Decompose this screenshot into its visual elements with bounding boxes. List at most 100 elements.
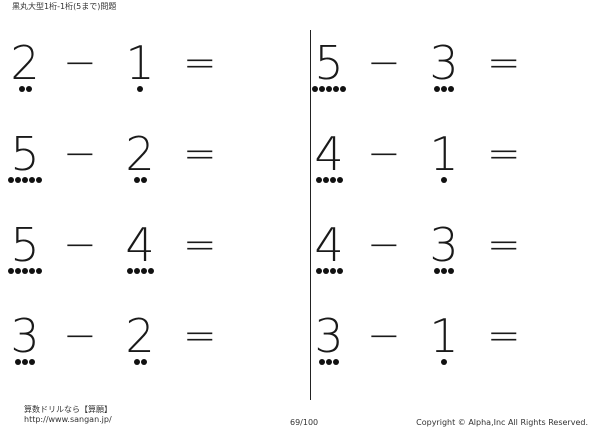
counting-dot (315, 268, 322, 274)
minuend: 5 (10, 127, 40, 181)
minus-sign: − (63, 40, 97, 86)
counting-dot (336, 268, 343, 274)
dot-counter (133, 177, 147, 185)
minus-sign: − (63, 313, 97, 359)
footer-site: 算数ドリルなら【算願】 http://www.sangan.jp/ (24, 405, 112, 425)
counting-dot (36, 268, 42, 274)
footer-site-name: 算数ドリルなら【算願】 (24, 405, 112, 414)
counting-dot (448, 268, 454, 274)
equals-sign: = (487, 313, 521, 359)
counting-dot (448, 86, 454, 92)
counting-dot (25, 86, 32, 92)
counting-dot (22, 177, 28, 183)
subtrahend: 4 (125, 218, 155, 272)
minus-sign: − (367, 313, 401, 359)
minus-sign: − (63, 131, 97, 177)
counting-dot (147, 268, 154, 274)
dot-counter (8, 268, 43, 276)
counting-dot (319, 86, 325, 92)
subtraction-problem: 3−2= (8, 313, 268, 373)
subtrahend: 1 (125, 36, 155, 90)
minus-sign: − (367, 131, 401, 177)
minus-sign: − (63, 222, 97, 268)
minus-sign: − (367, 40, 401, 86)
minuend: 3 (10, 309, 40, 363)
subtraction-problem: 5−2= (8, 131, 268, 191)
dot-counter (319, 359, 340, 367)
counting-dot (326, 359, 332, 365)
dot-counter (315, 268, 343, 276)
page-number: 69/100 (290, 418, 319, 427)
equals-sign: = (183, 313, 217, 359)
subtrahend: 1 (429, 127, 459, 181)
counting-dot (137, 86, 143, 92)
subtraction-problem: 3−1= (312, 313, 572, 373)
dot-counter (441, 359, 448, 367)
equals-sign: = (487, 222, 521, 268)
counting-dot (133, 268, 140, 274)
counting-dot (29, 177, 35, 183)
counting-dot (319, 359, 325, 365)
minuend: 2 (10, 36, 40, 90)
counting-dot (322, 268, 329, 274)
counting-dot (15, 177, 21, 183)
subtrahend: 3 (429, 218, 459, 272)
subtraction-problem: 2−1= (8, 40, 268, 100)
subtrahend: 2 (125, 127, 155, 181)
column-divider (310, 30, 311, 400)
counting-dot (140, 268, 147, 274)
counting-dot (434, 268, 440, 274)
counting-dot (326, 86, 332, 92)
counting-dot (441, 268, 447, 274)
page-header: 黒丸大型1桁-1桁(5まで)問題 (12, 2, 117, 11)
subtraction-problem: 4−3= (312, 222, 572, 282)
counting-dot (133, 359, 140, 365)
copyright: Copyright © Alpha,Inc All Rights Reserve… (416, 418, 588, 427)
minuend: 4 (314, 218, 344, 272)
subtrahend: 1 (429, 309, 459, 363)
minuend: 3 (314, 309, 344, 363)
counting-dot (29, 359, 35, 365)
subtraction-problem: 5−3= (312, 40, 572, 100)
dot-counter (434, 86, 455, 94)
counting-dot (36, 177, 42, 183)
equals-sign: = (487, 40, 521, 86)
counting-dot (340, 86, 346, 92)
counting-dot (441, 359, 447, 365)
footer-url[interactable]: http://www.sangan.jp/ (24, 415, 112, 424)
counting-dot (8, 177, 14, 183)
counting-dot (15, 359, 21, 365)
counting-dot (315, 177, 322, 183)
counting-dot (133, 177, 140, 183)
minuend: 4 (314, 127, 344, 181)
dot-counter (15, 359, 36, 367)
minuend: 5 (10, 218, 40, 272)
dot-counter (434, 268, 455, 276)
dot-counter (315, 177, 343, 185)
counting-dot (15, 268, 21, 274)
counting-dot (329, 268, 336, 274)
equals-sign: = (183, 40, 217, 86)
counting-dot (329, 177, 336, 183)
subtraction-problem: 5−4= (8, 222, 268, 282)
dot-counter (312, 86, 347, 94)
counting-dot (336, 177, 343, 183)
counting-dot (22, 359, 28, 365)
counting-dot (441, 177, 447, 183)
subtrahend: 2 (125, 309, 155, 363)
counting-dot (18, 86, 25, 92)
counting-dot (126, 268, 133, 274)
equals-sign: = (487, 131, 521, 177)
counting-dot (333, 359, 339, 365)
counting-dot (22, 268, 28, 274)
equals-sign: = (183, 222, 217, 268)
counting-dot (8, 268, 14, 274)
dot-counter (137, 86, 144, 94)
minus-sign: − (367, 222, 401, 268)
dot-counter (441, 177, 448, 185)
minuend: 5 (314, 36, 344, 90)
counting-dot (333, 86, 339, 92)
dot-counter (18, 86, 32, 94)
dot-counter (8, 177, 43, 185)
counting-dot (322, 177, 329, 183)
